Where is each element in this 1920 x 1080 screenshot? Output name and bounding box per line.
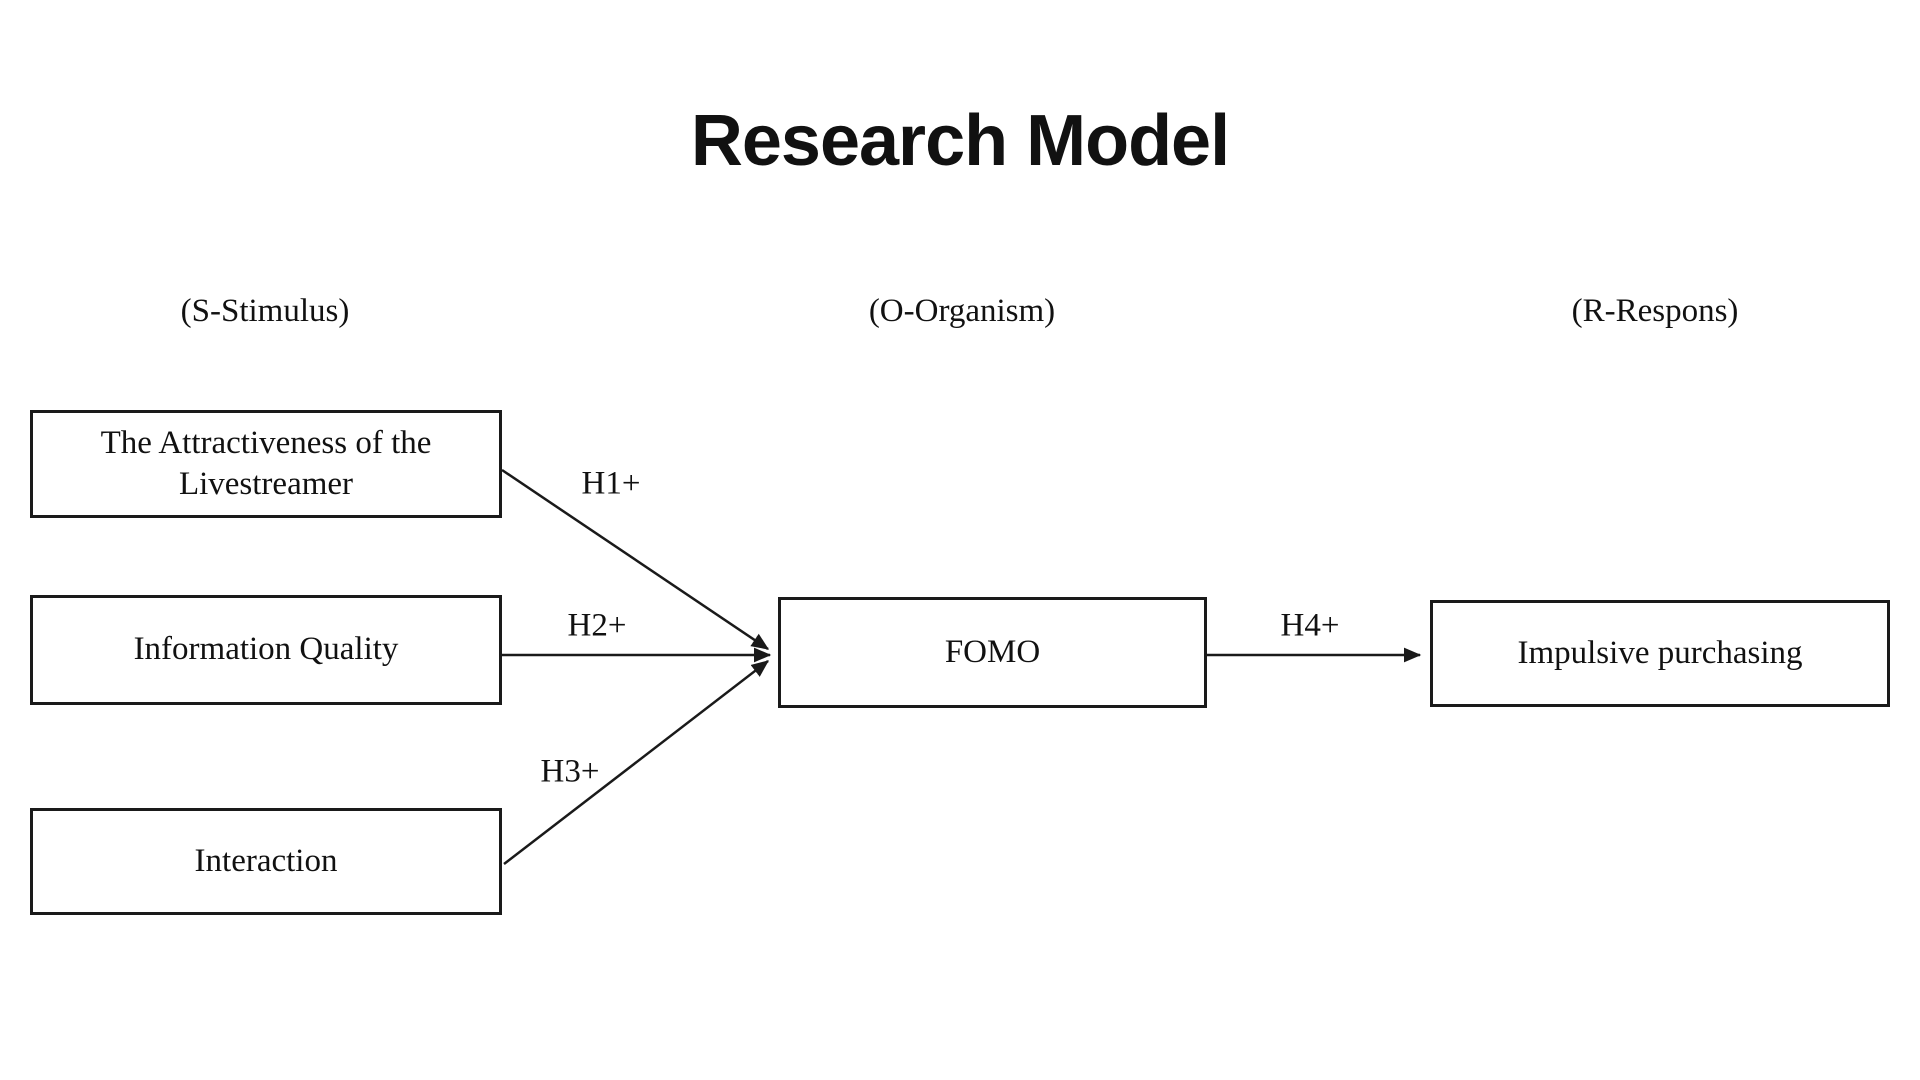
- edge-h4-label: H4+: [1280, 607, 1340, 644]
- node-fomo-label: FOMO: [944, 633, 1041, 670]
- edge-h1-label: H1+: [581, 465, 641, 502]
- node-interaction-label: Interaction: [194, 842, 338, 879]
- page-title: Research Model: [690, 101, 1230, 181]
- node-information-quality: Information Quality: [30, 595, 502, 705]
- column-label-organism: (O-Organism): [868, 293, 1056, 329]
- node-attractiveness-label: The Attractiveness of the Livestreamer: [100, 424, 432, 502]
- edge-h2-label: H2+: [567, 607, 627, 644]
- column-label-response: (R-Respons): [1571, 293, 1739, 329]
- node-attractiveness: The Attractiveness of the Livestreamer: [30, 410, 502, 518]
- edge-h3-label: H3+: [540, 753, 600, 790]
- node-information-quality-label: Information Quality: [133, 631, 399, 668]
- node-impulsive-purchasing-label: Impulsive purchasing: [1517, 634, 1803, 671]
- column-label-stimulus: (S-Stimulus): [180, 293, 350, 329]
- node-fomo: FOMO: [778, 597, 1207, 708]
- node-impulsive-purchasing: Impulsive purchasing: [1430, 600, 1890, 707]
- node-interaction: Interaction: [30, 808, 502, 915]
